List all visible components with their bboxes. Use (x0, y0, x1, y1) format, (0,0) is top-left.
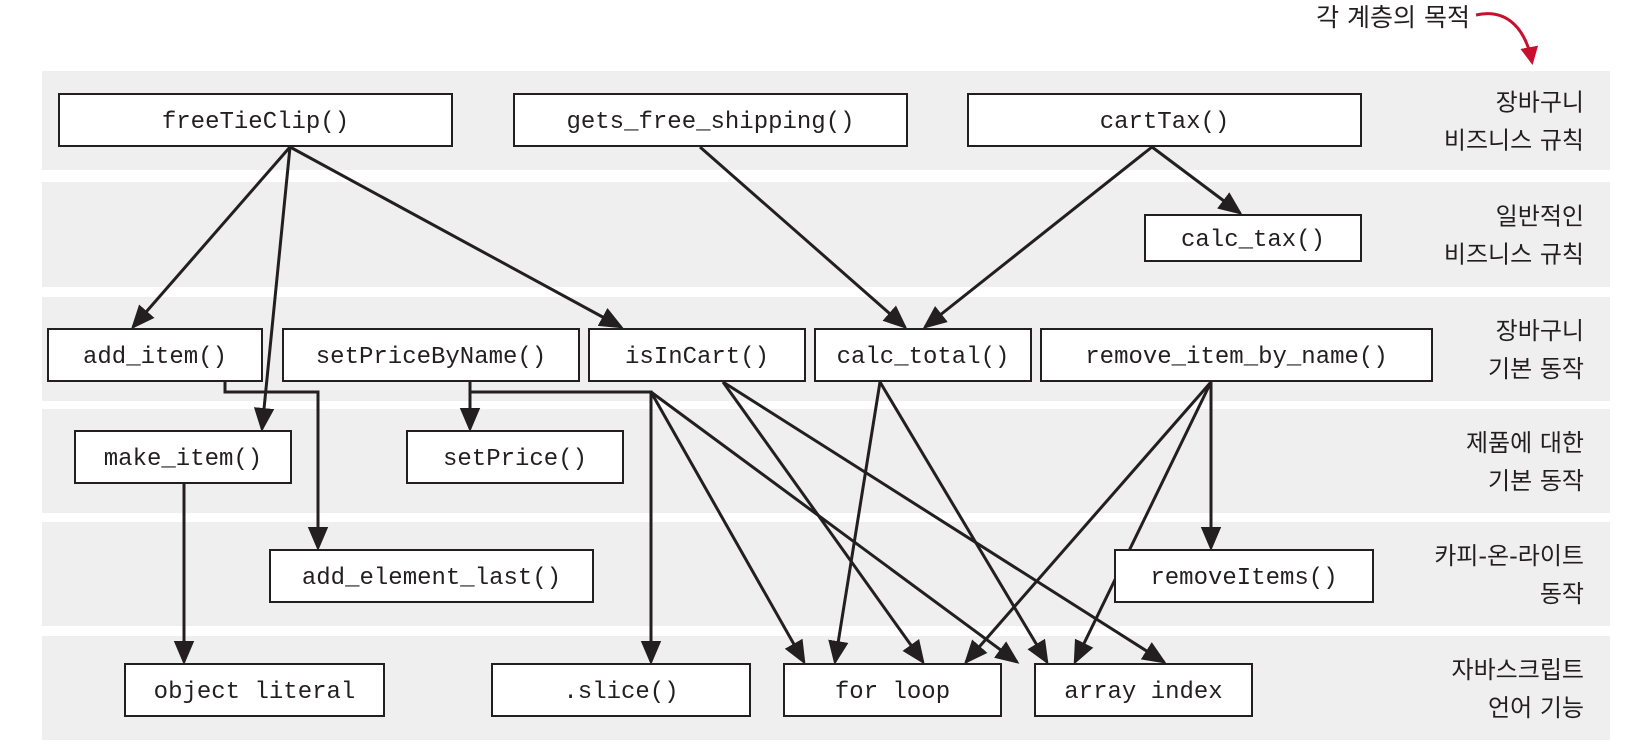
edge-isInCart-to-for_loop (721, 381, 925, 665)
node-setPriceByName: setPriceByName() (282, 328, 580, 382)
edge-calc_total-to-for_loop (828, 381, 882, 665)
node-label-setPrice: setPrice() (443, 446, 587, 473)
node-calc_tax: calc_tax() (1144, 214, 1362, 262)
layer-label-cart-basic-operations-line2: 기본 동작 (1488, 355, 1584, 383)
node-label-calc_total: calc_total() (837, 344, 1010, 371)
node-remove_item_by_name: remove_item_by_name() (1040, 328, 1433, 382)
node-label-make_item: make_item() (104, 446, 262, 473)
node-isInCart: isInCart() (588, 328, 806, 382)
node-box-calc_tax (1144, 214, 1362, 262)
node-label-freeTieClip: freeTieClip() (162, 109, 349, 136)
layer-label-item-basic-operations-line2: 기본 동작 (1488, 467, 1584, 495)
node-label-cartTax: cartTax() (1100, 109, 1230, 136)
node-box-for_loop (783, 663, 1002, 717)
edge-freeTieClip-to-make_item (253, 146, 292, 432)
layer-label-general-business-rules-line2: 비즈니스 규칙 (1444, 241, 1584, 269)
node-box-make_item (74, 430, 292, 484)
node-label-gets_free_shipping: gets_free_shipping() (566, 109, 854, 136)
edge-add_item-to-add_element_last (223, 382, 329, 551)
edge-remove_item_by_name-to-array_index (1073, 381, 1213, 665)
node-box-freeTieClip (58, 93, 453, 147)
node-label-add_item: add_item() (83, 344, 227, 371)
edge-freeTieClip-to-isInCart (289, 145, 624, 329)
node-setPrice: setPrice() (406, 430, 624, 484)
node-box-object_literal (124, 663, 385, 717)
node-gets_free_shipping: gets_free_shipping() (513, 93, 908, 147)
node-freeTieClip: freeTieClip() (58, 93, 453, 147)
layer-label-cart-business-rules-line2: 비즈니스 규칙 (1444, 127, 1584, 155)
node-box-cartTax (967, 93, 1362, 147)
edges (131, 145, 1243, 665)
layer-label-cart-basic-operations-line1: 장바구니 (1496, 317, 1584, 345)
edge-cartTax-to-calc_total (922, 145, 1153, 329)
node-removeItems: removeItems() (1114, 549, 1374, 603)
node-label-isInCart: isInCart() (625, 344, 769, 371)
node-add_element_last: add_element_last() (269, 549, 594, 603)
node-label-object_literal: object literal (154, 679, 356, 706)
edge-setPriceByName-to-array_index (650, 390, 1020, 664)
node-box-setPrice (406, 430, 624, 484)
node-box-calc_total (814, 328, 1032, 382)
node-label-removeItems: removeItems() (1150, 565, 1337, 592)
node-box-add_item (47, 328, 263, 382)
edge-gets_free_shipping-to-calc_total (699, 145, 908, 329)
node-slice: .slice() (491, 663, 751, 717)
layer-label-copy-on-write-operations-line1: 카피-온-라이트 (1434, 542, 1584, 570)
node-box-isInCart (588, 328, 806, 382)
layer-label-general-business-rules-line1: 일반적인 (1496, 203, 1584, 231)
layer-band-item-basic-operations (42, 409, 1610, 513)
node-box-remove_item_by_name (1040, 328, 1433, 382)
node-label-remove_item_by_name: remove_item_by_name() (1085, 344, 1387, 371)
node-cartTax: cartTax() (967, 93, 1362, 147)
node-box-gets_free_shipping (513, 93, 908, 147)
edge-setPriceByName-to-for_loop (649, 391, 806, 665)
callout-arrow-icon (1475, 12, 1539, 65)
node-label-array_index: array index (1064, 679, 1222, 706)
nodes: freeTieClip() gets_free_shipping() cartTax… (47, 93, 1433, 717)
edge-remove_item_by_name-to-for_loop (964, 381, 1213, 665)
node-box-slice (491, 663, 751, 717)
node-label-for_loop: for loop (835, 679, 950, 706)
layer-label-javascript-language-features-line1: 자바스크립트 (1452, 656, 1584, 684)
node-box-add_element_last (269, 549, 594, 603)
layer-label-javascript-language-features-line2: 언어 기능 (1488, 694, 1584, 722)
node-label-setPriceByName: setPriceByName() (316, 344, 546, 371)
node-for_loop: for loop (783, 663, 1002, 717)
node-label-add_element_last: add_element_last() (302, 565, 561, 592)
node-box-array_index (1034, 663, 1253, 717)
layer-label-cart-business-rules-line1: 장바구니 (1496, 89, 1584, 117)
edge-freeTieClip-to-add_item (131, 146, 292, 330)
edge-calc_total-to-array_index (878, 381, 1049, 665)
edge-isInCart-to-array_index (722, 380, 1167, 664)
callout-label: 각 계층의 목적 (1316, 3, 1470, 32)
node-calc_total: calc_total() (814, 328, 1032, 382)
callout: 각 계층의 목적 (1316, 3, 1539, 65)
node-array_index: array index (1034, 663, 1253, 717)
node-label-slice: .slice() (563, 679, 678, 706)
layer-label-copy-on-write-operations-line2: 동작 (1540, 580, 1584, 608)
node-box-setPriceByName (282, 328, 580, 382)
node-box-removeItems (1114, 549, 1374, 603)
layer-bands (42, 71, 1610, 740)
node-add_item: add_item() (47, 328, 263, 382)
node-make_item: make_item() (74, 430, 292, 484)
node-label-calc_tax: calc_tax() (1181, 227, 1325, 254)
node-object_literal: object literal (124, 663, 385, 717)
edge-cartTax-to-calc_tax (1151, 145, 1243, 215)
layer-label-item-basic-operations-line1: 제품에 대한 (1466, 429, 1584, 457)
